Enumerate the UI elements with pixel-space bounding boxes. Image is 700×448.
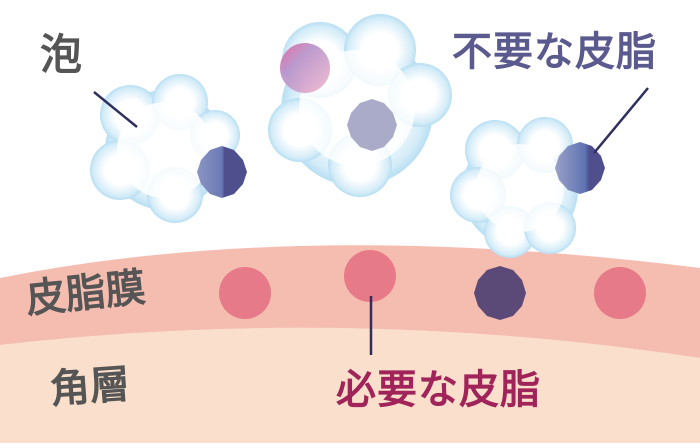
unwanted-sebum-leader-line xyxy=(593,87,649,154)
needed-sebum-dot-3 xyxy=(594,267,646,319)
stratum-corneum-layer xyxy=(0,327,700,443)
foam-bubble-right xyxy=(450,117,605,258)
foam-bubble-center xyxy=(268,14,452,197)
unwanted-sebum-label: 不要な皮脂 xyxy=(452,29,657,75)
foam-label: 泡 xyxy=(40,30,83,79)
foam-leader-line xyxy=(93,91,138,128)
sebum-film-layer xyxy=(0,245,700,358)
stratum-corneum-label: 角層 xyxy=(48,361,132,413)
unwanted-sebum-partial-left xyxy=(197,146,247,198)
unwanted-sebum-dot xyxy=(474,266,526,320)
needed-sebum-absorbed xyxy=(280,43,330,93)
foam-bubble-left xyxy=(90,74,247,223)
unwanted-sebum-absorbed xyxy=(347,99,397,151)
needed-sebum-dot-1 xyxy=(219,267,271,319)
needed-sebum-label: 必要な皮脂 xyxy=(336,367,541,413)
sebum-film-label: 皮脂膜 xyxy=(23,264,148,323)
needed-sebum-dot-2 xyxy=(344,250,396,302)
unwanted-sebum-partial-right xyxy=(555,142,605,194)
